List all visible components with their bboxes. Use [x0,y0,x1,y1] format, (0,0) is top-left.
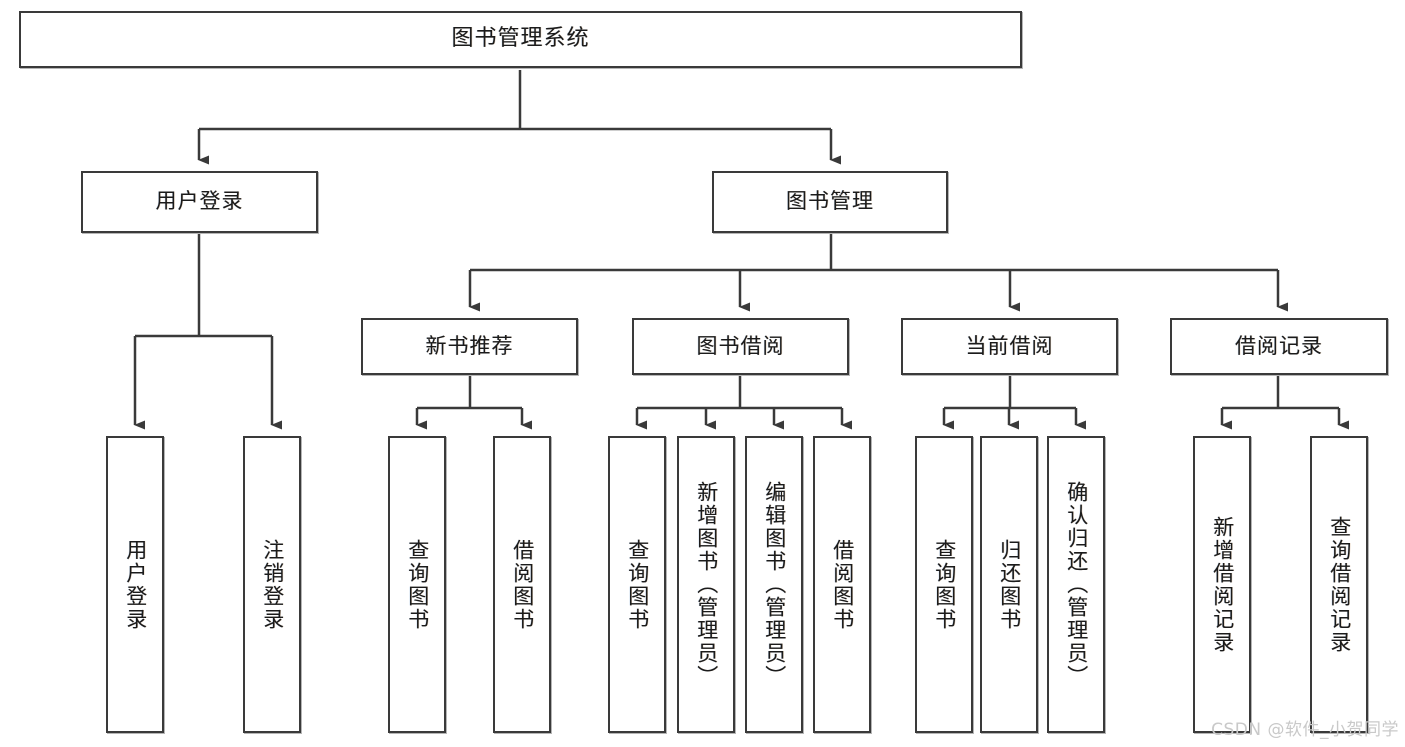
leaf-add-borrow-record[interactable]: 新增借阅记录 [1193,436,1251,733]
leaf-label: 用户登录 [123,538,148,631]
leaf-label: 确认归还（管理员） [1064,481,1089,688]
leaf-confirm-return-admin[interactable]: 确认归还（管理员） [1047,436,1105,733]
leaf-edit-book-admin[interactable]: 编辑图书（管理员） [745,436,803,733]
leaf-label: 借阅图书 [510,538,535,631]
leaf-label: 借阅图书 [830,538,855,631]
leaf-borrow-book[interactable]: 借阅图书 [813,436,871,733]
leaf-label: 新增图书（管理员） [694,481,719,688]
leaf-user-login[interactable]: 用户登录 [106,436,164,733]
leaf-borrow-book-recommend[interactable]: 借阅图书 [493,436,551,733]
node-label: 图书借阅 [696,333,785,358]
leaf-label: 编辑图书（管理员） [762,481,787,688]
node-borrow-record[interactable]: 借阅记录 [1170,318,1388,375]
leaf-label: 新增借阅记录 [1210,515,1235,654]
leaf-user-logout[interactable]: 注销登录 [243,436,301,733]
leaf-label: 查询图书 [625,538,650,631]
leaf-query-book-current[interactable]: 查询图书 [915,436,973,733]
leaf-label: 归还图书 [997,538,1022,631]
leaf-label: 查询图书 [932,538,957,631]
node-label: 图书管理系统 [451,26,590,52]
leaf-add-book-admin[interactable]: 新增图书（管理员） [677,436,735,733]
leaf-query-book-recommend[interactable]: 查询图书 [388,436,446,733]
node-label: 借阅记录 [1235,333,1323,358]
node-label: 用户登录 [155,189,244,214]
leaf-label: 注销登录 [260,538,285,631]
node-label: 新书推荐 [425,333,514,358]
node-label: 图书管理 [786,189,874,214]
node-book-borrow[interactable]: 图书借阅 [632,318,849,375]
leaf-query-borrow-record[interactable]: 查询借阅记录 [1310,436,1368,733]
node-current-borrow[interactable]: 当前借阅 [901,318,1118,375]
leaf-label: 查询图书 [405,538,430,631]
node-user-login[interactable]: 用户登录 [81,171,318,233]
leaf-query-book-borrow[interactable]: 查询图书 [608,436,666,733]
node-book-management[interactable]: 图书管理 [712,171,948,233]
node-label: 当前借阅 [965,333,1054,358]
leaf-label: 查询借阅记录 [1327,515,1352,654]
node-book-management-system[interactable]: 图书管理系统 [19,11,1022,68]
node-new-book-recommend[interactable]: 新书推荐 [361,318,578,375]
leaf-return-book[interactable]: 归还图书 [980,436,1038,733]
